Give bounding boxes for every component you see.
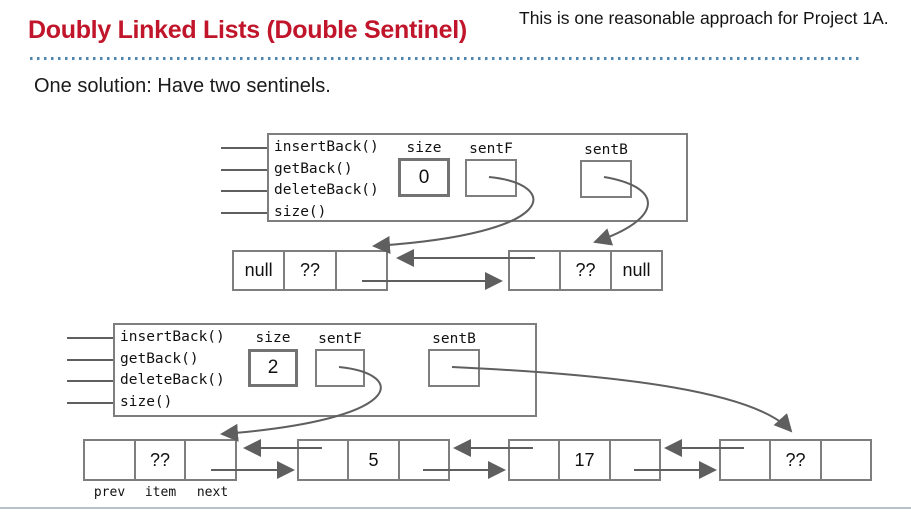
node-cell-next	[611, 441, 659, 479]
field-label-next: next	[196, 485, 229, 500]
method-insertback: insertBack()	[274, 139, 379, 155]
sentf-label-2: sentF	[318, 331, 362, 347]
back-sentinel-node-2: ??	[719, 439, 872, 481]
methods-list-2: insertBack() getBack() deleteBack() size…	[120, 327, 225, 413]
size-box-2: 2	[248, 349, 298, 387]
sentf-label-1: sentF	[469, 141, 513, 157]
node-cell-item: 17	[560, 441, 611, 479]
node-cell-item: 5	[349, 441, 400, 479]
method-deleteback: deleteBack()	[274, 182, 379, 198]
node-cell-prev	[510, 441, 561, 479]
node-cell-prev	[721, 441, 772, 479]
sentb-label-2: sentB	[432, 331, 476, 347]
methods-list-1: insertBack() getBack() deleteBack() size…	[274, 137, 379, 223]
size-value-1: 0	[418, 166, 430, 188]
node-cell-prev: null	[234, 252, 286, 289]
back-sentinel-node: ?? null	[508, 250, 663, 291]
size-box-1: 0	[398, 158, 450, 197]
front-sentinel-node: null ??	[232, 250, 388, 291]
node-cell-prev	[510, 252, 561, 289]
dotted-separator	[30, 57, 863, 60]
header-note: This is one reasonable approach for Proj…	[519, 8, 889, 28]
method-size: size()	[120, 393, 173, 410]
method-getback: getBack()	[120, 350, 199, 367]
sentf-box-2	[315, 349, 365, 387]
size-label-2: size	[255, 330, 291, 346]
node-cell-next	[186, 441, 235, 479]
node-cell-next	[400, 441, 448, 479]
node-cell-next	[822, 441, 870, 479]
item-node-17: 17	[508, 439, 661, 481]
sentb-box-1	[580, 160, 632, 198]
sentb-label-1: sentB	[584, 142, 628, 158]
front-sentinel-node-2: ??	[83, 439, 237, 481]
size-label-1: size	[406, 140, 442, 156]
page-title: Doubly Linked Lists (Double Sentinel)	[28, 16, 467, 44]
method-deleteback: deleteBack()	[120, 372, 225, 388]
bottom-border	[0, 507, 911, 509]
sentf-box-1	[465, 159, 517, 197]
method-getback: getBack()	[274, 160, 353, 177]
item-node-5: 5	[297, 439, 450, 481]
node-cell-item: ??	[561, 252, 612, 289]
node-cell-next: null	[622, 260, 651, 280]
node-cell-item: ??	[771, 441, 822, 479]
size-value-2: 2	[267, 357, 279, 378]
node-cell-item: ??	[136, 441, 187, 479]
field-label-item: item	[144, 485, 177, 500]
subtitle: One solution: Have two sentinels.	[34, 75, 331, 97]
method-insertback: insertBack()	[120, 329, 225, 345]
sentb-box-2	[428, 349, 480, 387]
node-cell-item: ??	[285, 252, 337, 289]
field-label-prev: prev	[93, 485, 126, 500]
method-size: size()	[274, 203, 327, 220]
node-cell-next	[337, 252, 386, 289]
node-cell-prev	[85, 441, 136, 479]
node-cell-prev	[299, 441, 350, 479]
